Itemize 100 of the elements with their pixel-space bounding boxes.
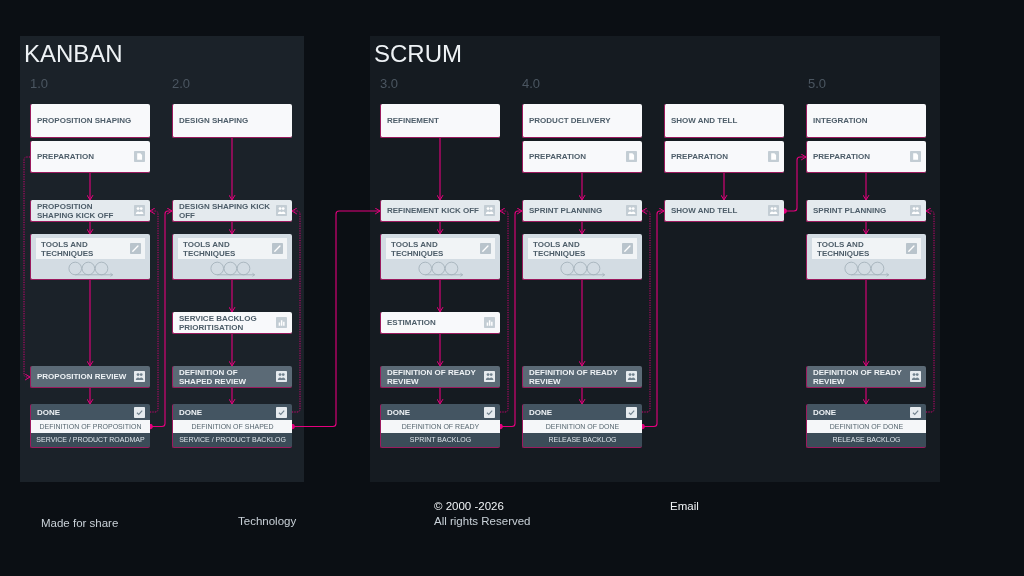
arrow <box>639 207 665 430</box>
arrow <box>436 387 444 405</box>
review-box <box>522 366 642 388</box>
step-label: DONE <box>529 408 553 417</box>
tools-panel <box>30 234 150 280</box>
done-card <box>522 404 642 448</box>
review-box <box>380 366 500 388</box>
arrow <box>862 279 870 367</box>
step-label: PREPARATION <box>529 152 587 161</box>
step-label: DEFINITION OF READY REVIEW <box>813 367 903 386</box>
review-box <box>172 366 292 388</box>
footer-text: All rights Reserved <box>434 515 531 529</box>
step-label: DONE <box>813 408 837 417</box>
step-label: REFINEMENT <box>387 116 439 125</box>
section-panel <box>370 36 940 482</box>
arrow <box>578 221 586 235</box>
column-number: 5.0 <box>808 76 827 91</box>
step-box <box>30 141 150 173</box>
arrow <box>862 387 870 405</box>
stage-box <box>806 104 926 138</box>
done-card <box>30 404 150 448</box>
step-box <box>522 200 642 222</box>
arrow <box>720 172 728 201</box>
arrow <box>228 279 236 313</box>
section-title: SCRUM <box>374 40 462 68</box>
arrow <box>86 387 94 405</box>
step-label: PROPOSITION REVIEW <box>37 372 127 381</box>
step-label: SPRINT PLANNING <box>813 206 887 215</box>
arrow <box>436 221 444 235</box>
step-label: PROPOSITION SHAPING <box>37 116 132 125</box>
arrow <box>497 207 523 430</box>
footer-text: © 2000 -2026 <box>434 500 504 514</box>
step-label: SERVICE BACKLOG PRIORITISATION <box>179 313 258 332</box>
step-label: INTEGRATION <box>813 116 868 125</box>
step-label: DESIGN SHAPING <box>179 116 249 125</box>
stage-box <box>380 104 500 138</box>
stage-box <box>664 104 784 138</box>
step-box <box>380 312 500 334</box>
arrow <box>436 333 444 367</box>
step-label: TOOLS AND TECHNIQUES <box>183 239 237 258</box>
step-label: DESIGN SHAPING KICK OFF <box>179 201 272 220</box>
done-card <box>172 404 292 448</box>
step-label: DEFINITION OF READY REVIEW <box>529 367 619 386</box>
arrow <box>228 387 236 405</box>
arrow <box>228 333 236 367</box>
stage-box <box>172 104 292 138</box>
step-box <box>522 141 642 173</box>
step-box <box>172 312 292 334</box>
arrow <box>86 221 94 235</box>
column-number: 1.0 <box>30 76 49 91</box>
footer-text: Technology <box>238 515 297 529</box>
arrow <box>578 172 586 201</box>
step-box <box>806 200 926 222</box>
arrow <box>147 207 173 430</box>
step-label: PRODUCT DELIVERY <box>529 116 611 125</box>
footer-text: Email <box>670 500 699 514</box>
footer-text: Made for share <box>41 517 119 531</box>
step-box <box>30 200 150 222</box>
step-label: DONE <box>179 408 203 417</box>
arrow <box>436 137 444 201</box>
step-label: TOOLS AND TECHNIQUES <box>817 239 871 258</box>
arrow <box>578 279 586 367</box>
stage-box <box>30 104 150 138</box>
review-box <box>806 366 926 388</box>
arrow <box>781 153 807 214</box>
arrow <box>289 207 381 430</box>
step-label: DEFINITION OF SHAPED REVIEW <box>179 367 248 386</box>
step-label: PROPOSITION SHAPING KICK OFF <box>37 201 115 220</box>
step-box <box>806 141 926 173</box>
step-box <box>380 200 500 222</box>
step-box <box>664 141 784 173</box>
tools-panel <box>380 234 500 280</box>
step-label: SPRINT PLANNING <box>529 206 603 215</box>
step-box <box>172 200 292 222</box>
column-number: 2.0 <box>172 76 191 91</box>
arrow <box>862 172 870 201</box>
arrow <box>228 137 236 201</box>
stage-box <box>522 104 642 138</box>
step-label: ESTIMATION <box>387 318 436 327</box>
step-label: TOOLS AND TECHNIQUES <box>391 239 445 258</box>
step-box <box>664 200 784 222</box>
section-title: KANBAN <box>24 40 123 68</box>
step-label: PREPARATION <box>671 152 729 161</box>
tools-panel <box>806 234 926 280</box>
step-label: DONE <box>37 408 61 417</box>
tools-panel <box>172 234 292 280</box>
step-label: PREPARATION <box>37 152 95 161</box>
arrow <box>436 279 444 313</box>
arrow <box>862 221 870 235</box>
tools-panel <box>522 234 642 280</box>
step-label: PREPARATION <box>813 152 871 161</box>
arrow <box>86 172 94 201</box>
column-number: 3.0 <box>380 76 399 91</box>
section-panel <box>20 36 304 482</box>
done-card <box>806 404 926 448</box>
step-label: SHOW AND TELL <box>671 206 738 215</box>
arrow <box>228 221 236 235</box>
step-label: TOOLS AND TECHNIQUES <box>41 239 95 258</box>
step-label: DONE <box>387 408 411 417</box>
arrow <box>86 279 94 367</box>
